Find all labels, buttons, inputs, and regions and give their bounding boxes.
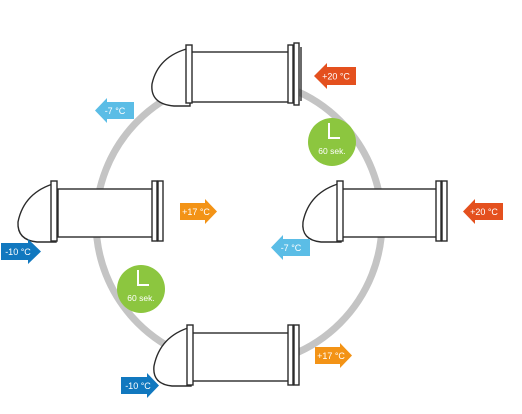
arrow-label: -7 °C <box>281 243 302 253</box>
ventilator-unit-bottom <box>153 324 300 387</box>
clock-icon <box>328 123 340 139</box>
ventilator-unit-left <box>17 180 164 243</box>
timer-badge-left: 60 sek. <box>117 265 165 313</box>
temperature-arrow-warm-left: +17 °C <box>180 199 217 224</box>
timer-label: 60 sek. <box>127 293 154 303</box>
arrow-label: -10 °C <box>125 381 151 391</box>
temperature-arrow-hot-top: +20 °C <box>314 63 356 89</box>
arrow-label: +17 °C <box>182 207 210 217</box>
temperature-arrow-hot-right: +20 °C <box>463 199 503 224</box>
timer-badge-right: 60 sek. <box>308 118 356 166</box>
arrow-label: +20 °C <box>470 207 498 217</box>
arrow-label: +20 °C <box>322 72 350 82</box>
temperature-arrow-warm-bottom: +17 °C <box>315 343 352 368</box>
arrow-label: -7 °C <box>105 106 126 116</box>
temperature-arrow-cold-bottom: -10 °C <box>121 373 159 398</box>
timer-label: 60 sek. <box>318 146 345 156</box>
ventilator-unit-right <box>302 180 448 243</box>
arrow-label: +17 °C <box>317 351 345 361</box>
clock-icon <box>137 270 149 286</box>
temperature-arrow-cold-left: -10 °C <box>1 239 41 264</box>
ventilator-unit-top <box>151 42 302 107</box>
temperature-arrow-cool-top: -7 °C <box>95 98 134 123</box>
arrow-label: -10 °C <box>5 247 31 257</box>
temperature-arrow-cool-right: -7 °C <box>271 235 310 260</box>
